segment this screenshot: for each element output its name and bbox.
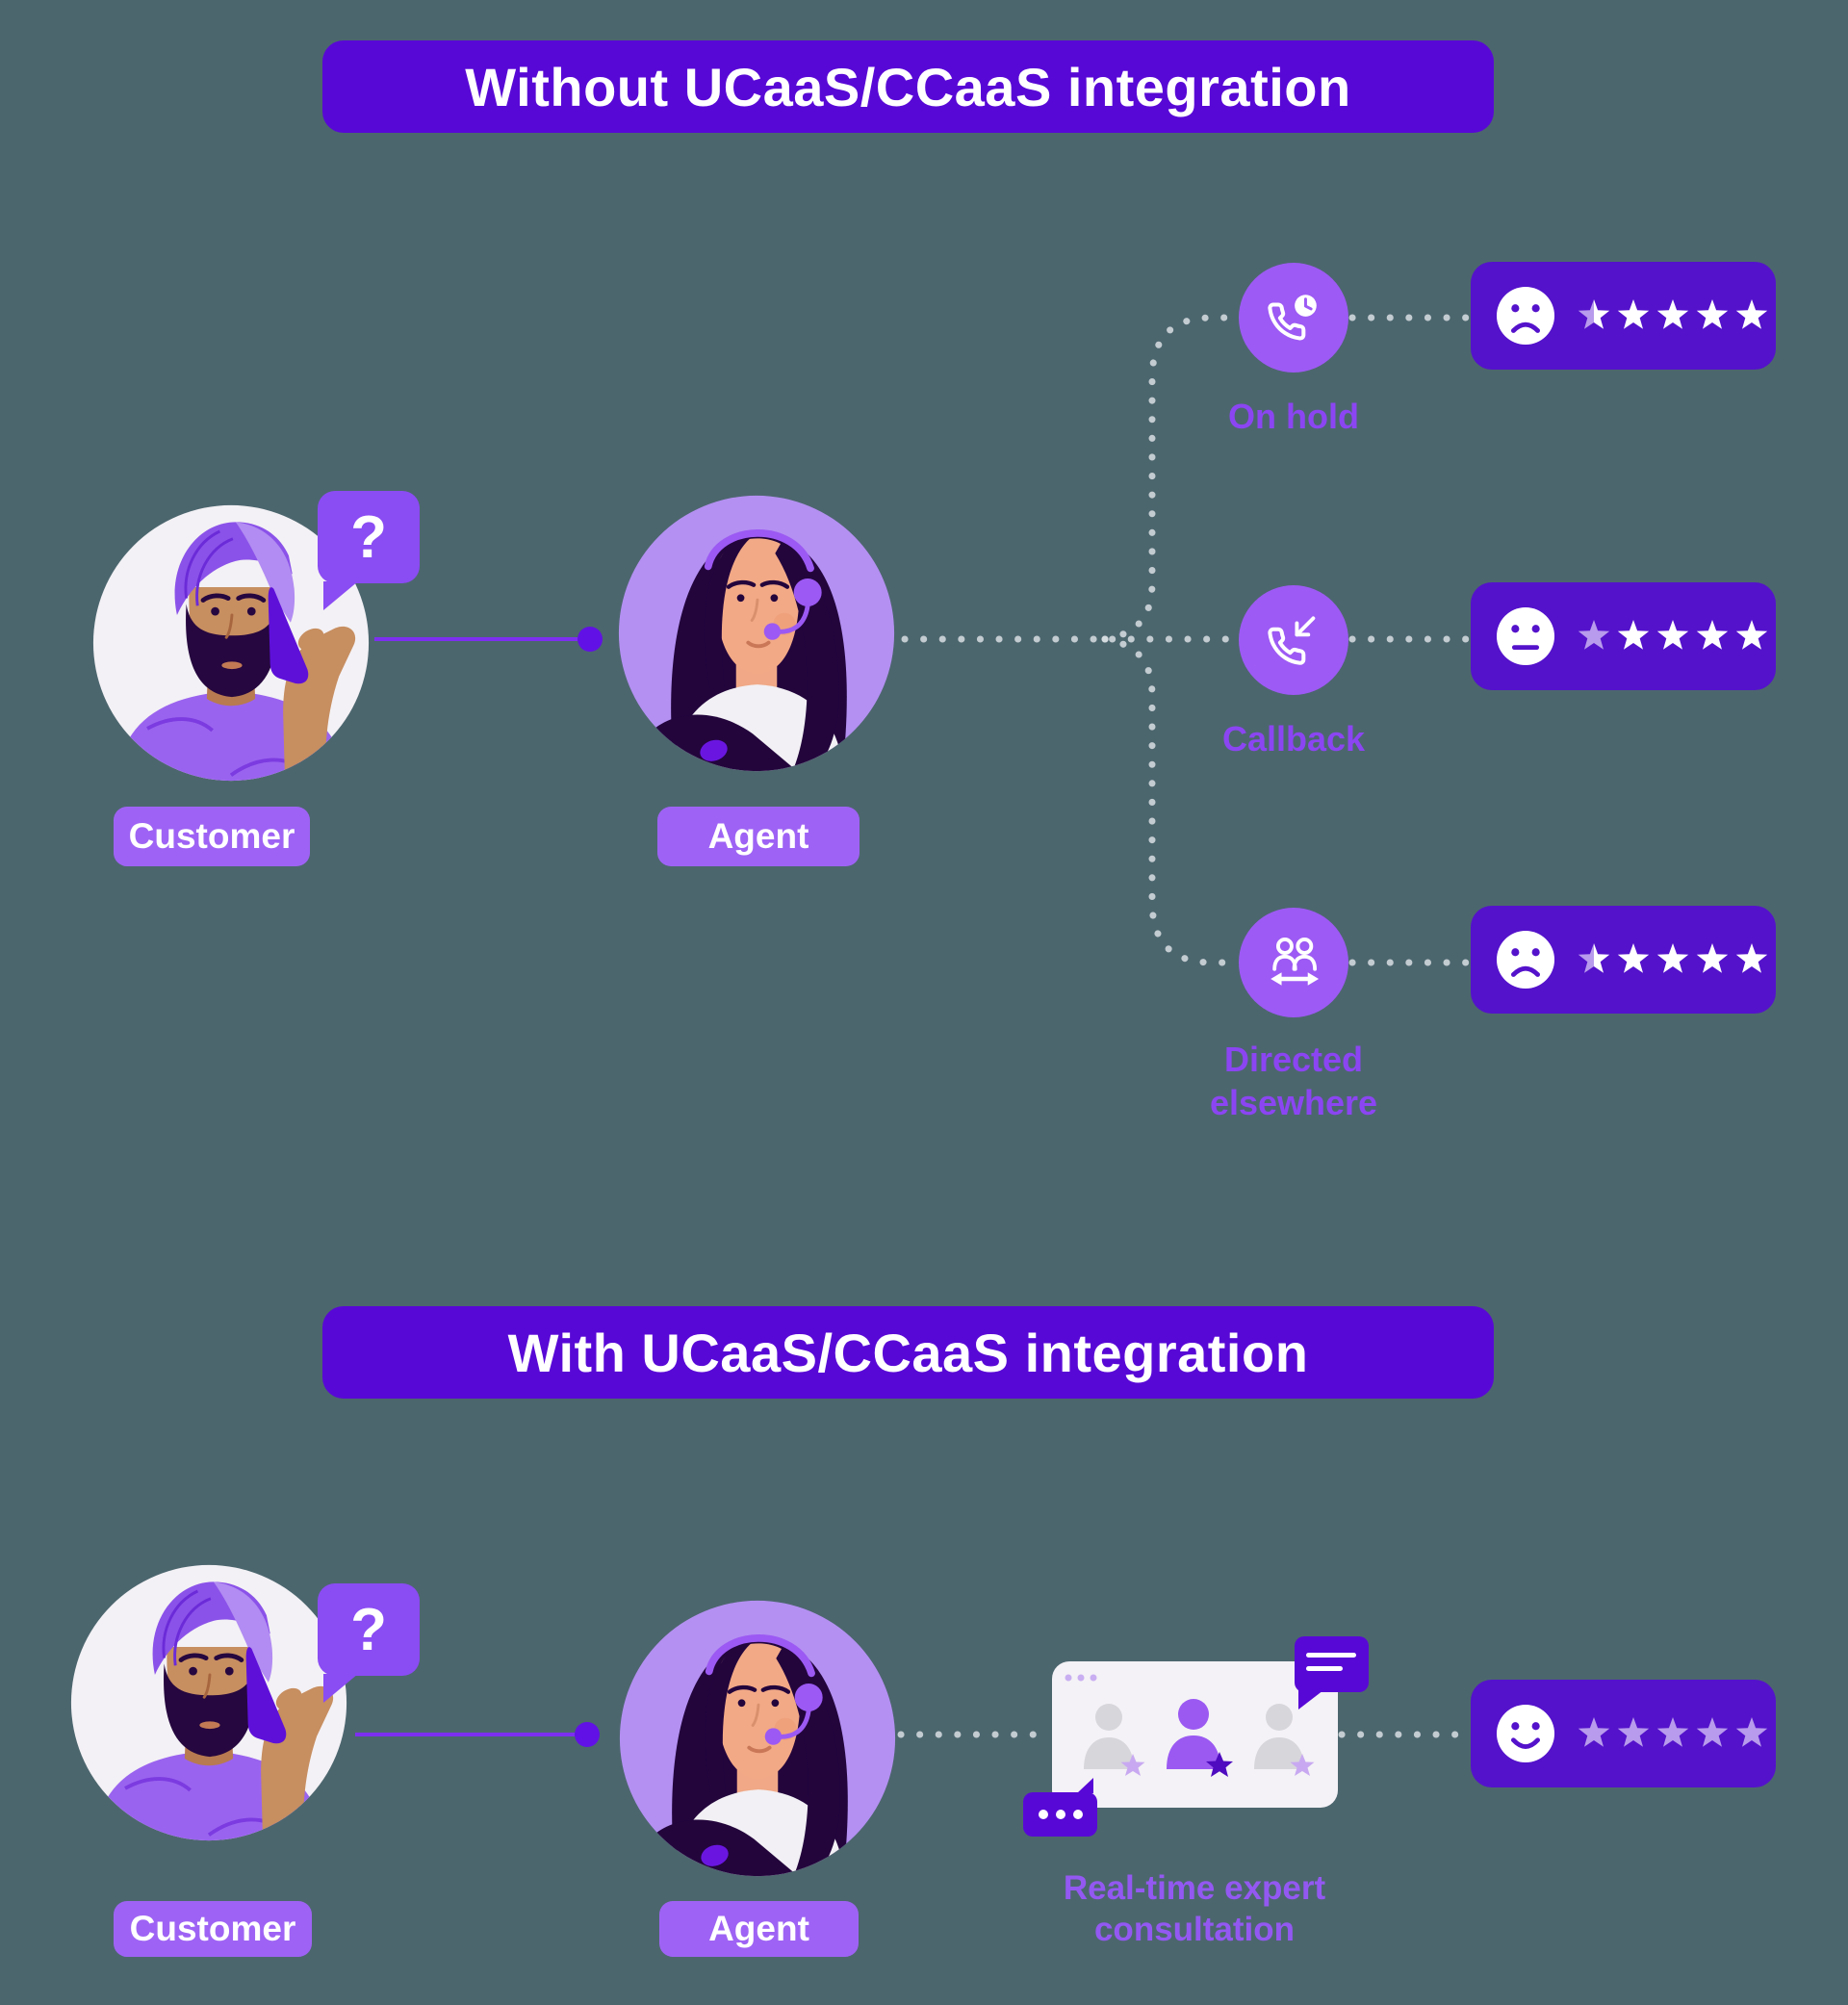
dotted-connectors — [897, 314, 1471, 1738]
customer-label-pill: Customer — [114, 807, 310, 866]
agent-avatar — [618, 1599, 897, 1878]
rating-card-directed-elsewhere — [1471, 906, 1776, 1014]
directed-elsewhere-circle — [1239, 908, 1348, 1017]
connector-dot-bottom — [575, 1722, 600, 1747]
expert-icon — [1084, 1704, 1145, 1776]
bubble-tail — [1298, 1690, 1323, 1709]
customer-avatar — [69, 1563, 348, 1842]
directed-elsewhere-label: Directed elsewhere — [1209, 1040, 1378, 1122]
banner-without: Without UCaaS/CCaaS integration — [322, 40, 1494, 133]
customer-illustration — [92, 504, 370, 782]
bubble-tail — [323, 1674, 358, 1703]
consultation-label: Real-time expert consultation — [1063, 1869, 1326, 1949]
sad-face-icon — [1496, 930, 1555, 990]
agent-label-pill: Agent — [657, 807, 860, 866]
expert-icon — [1254, 1704, 1315, 1776]
sad-face-icon — [1496, 286, 1555, 346]
chat-message-bubble — [1295, 1636, 1369, 1709]
agent-label: Agent — [708, 1909, 809, 1948]
expert-consultation-card — [1052, 1661, 1338, 1808]
rating-card-on-hold — [1471, 262, 1776, 370]
star-rating — [1577, 942, 1769, 977]
typing-dot — [1038, 1810, 1048, 1819]
rating-card-callback — [1471, 582, 1776, 690]
on-hold-label: On hold — [1228, 397, 1359, 436]
star-rating — [1577, 298, 1769, 333]
customer-label: Customer — [128, 816, 295, 856]
agent-illustration — [619, 1600, 896, 1877]
typing-dot — [1055, 1810, 1065, 1819]
agent-label: Agent — [707, 816, 809, 856]
customer-illustration — [70, 1564, 347, 1841]
neutral-face-icon — [1496, 606, 1555, 666]
rating-card-happy — [1471, 1680, 1776, 1787]
question-bubble: ? — [318, 491, 420, 610]
chat-line — [1306, 1666, 1343, 1671]
question-mark: ? — [350, 503, 387, 571]
agent-label-pill: Agent — [659, 1901, 859, 1957]
customer-label-pill: Customer — [114, 1901, 312, 1957]
callback-circle — [1239, 585, 1348, 695]
star-rating — [1577, 1716, 1769, 1751]
agent-illustration — [618, 495, 895, 772]
experts-panel-icon — [1065, 1674, 1315, 1777]
happy-face-icon — [1496, 1704, 1555, 1763]
question-mark: ? — [350, 1596, 387, 1663]
chat-line — [1306, 1653, 1356, 1658]
typing-indicator-bubble — [1023, 1778, 1097, 1837]
star-rating — [1577, 619, 1769, 654]
on-hold-circle — [1239, 263, 1348, 373]
people-transfer-icon — [1270, 938, 1320, 986]
phone-on-hold-icon — [1268, 292, 1320, 341]
typing-dot — [1072, 1810, 1083, 1819]
agent-avatar — [617, 494, 896, 773]
callback-label: Callback — [1221, 719, 1366, 758]
phone-callback-icon — [1268, 616, 1316, 665]
banner-with: With UCaaS/CCaaS integration — [322, 1306, 1494, 1399]
customer-avatar — [91, 503, 371, 783]
customer-label: Customer — [129, 1909, 296, 1948]
expert-icon-highlighted — [1167, 1699, 1233, 1777]
bubble-tail — [1077, 1778, 1093, 1793]
bubble-tail — [323, 581, 358, 610]
connector-dot-top — [578, 627, 603, 652]
question-bubble: ? — [318, 1583, 420, 1703]
